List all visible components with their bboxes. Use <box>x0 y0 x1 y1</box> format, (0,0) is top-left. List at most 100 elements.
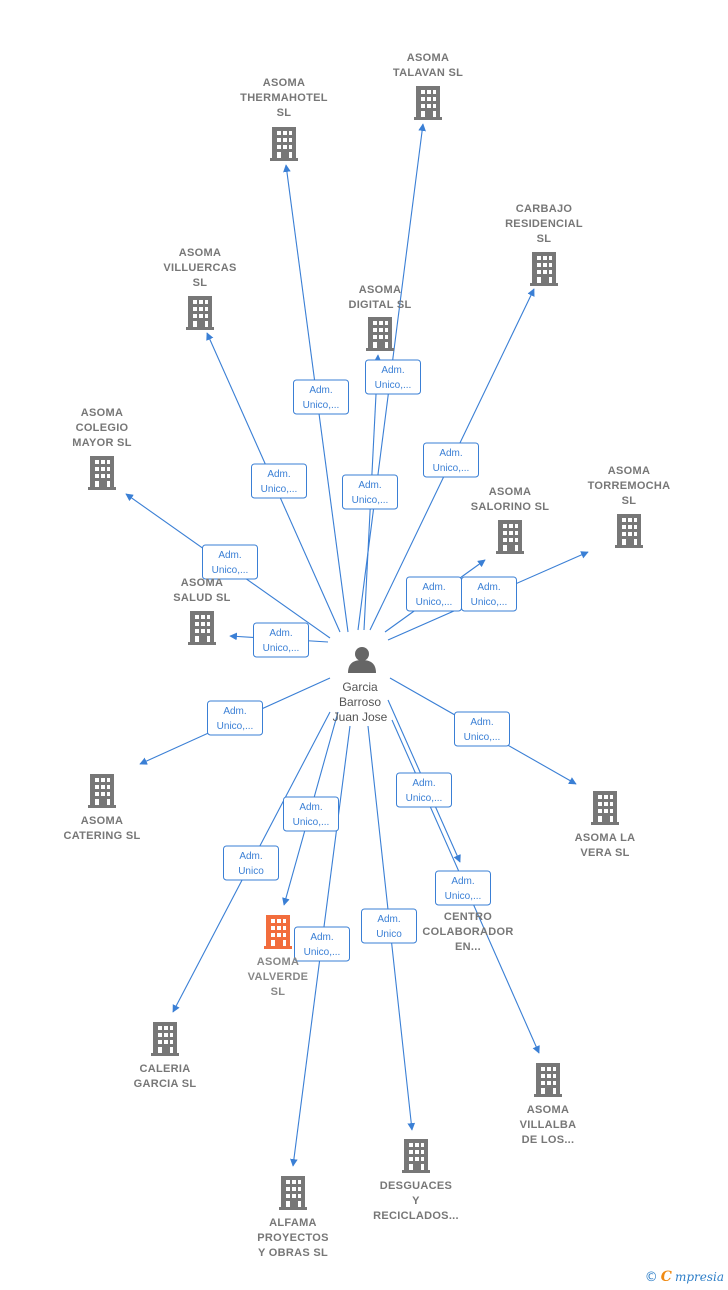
edge-label-text: Adm. <box>381 365 404 376</box>
company-node-centro[interactable]: CENTRO COLABORADOR EN... <box>422 911 513 953</box>
company-label-line: COLABORADOR <box>422 926 513 938</box>
edge-label-text: Adm. <box>299 802 322 813</box>
edge-label-frame <box>361 908 417 944</box>
edge-label-frame <box>365 359 421 395</box>
edge-label-frame <box>293 379 349 415</box>
edge-label-box-catering[interactable]: Adm.Unico,... <box>207 700 263 736</box>
edge-label-box-caleria[interactable]: Adm.Unico <box>223 845 279 881</box>
company-label-line: CARBAJO <box>516 203 573 215</box>
edge-label-box-colegio[interactable]: Adm. Unico,... <box>202 544 258 580</box>
building-icon <box>88 774 116 808</box>
company-label-line: SL <box>277 107 292 119</box>
company-label-line: VERA SL <box>580 847 629 859</box>
company-label-line: MAYOR SL <box>72 437 131 449</box>
edge-label-frame <box>396 772 452 808</box>
edge-label-text: Unico,... <box>293 817 330 828</box>
building-icon <box>530 252 558 286</box>
edge-label-box-carbajo[interactable]: Adm.Unico,... <box>423 442 479 478</box>
edge-label-text: Unico,... <box>445 891 482 902</box>
edge-label-box-torremocha[interactable]: Adm.Unico,... <box>461 576 517 612</box>
person-icon <box>348 647 376 673</box>
edge-label-box-villalba[interactable]: Adm.Unico,... <box>435 870 491 906</box>
edge-label-text: Adm. <box>310 932 333 943</box>
edge-label-box-lavera[interactable]: Adm.Unico,... <box>454 711 510 747</box>
edge-label-box-salud[interactable]: Adm.Unico,... <box>253 622 309 658</box>
company-label-line: ALFAMA <box>269 1217 317 1229</box>
company-label-line: SALORINO SL <box>471 501 549 513</box>
building-icon <box>414 86 442 120</box>
company-label-line: EN... <box>455 941 481 953</box>
edge-label-box-thermahotel[interactable]: Adm.Unico,... <box>293 379 349 415</box>
edge-label-box-alfama[interactable]: Adm. Unico,... <box>294 926 350 962</box>
edge-label-text: Unico <box>376 929 402 940</box>
edge-label-text: Unico,... <box>304 947 341 958</box>
edge-label-frame <box>207 700 263 736</box>
company-label-line: CENTRO <box>444 911 492 923</box>
company-label-line: SL <box>622 495 637 507</box>
edge-label-box-desguaces[interactable]: Adm. Unico <box>361 908 417 944</box>
building-icon <box>591 791 619 825</box>
person-node[interactable]: Garcia Barroso Juan Jose <box>333 647 388 724</box>
company-label-line: ASOMA <box>359 284 401 296</box>
company-node-salud[interactable]: ASOMA SALUD SL <box>173 577 230 645</box>
edge-label-box-digital[interactable]: Adm.Unico,... <box>342 474 398 510</box>
brand-name: mpresia <box>674 1270 724 1284</box>
edge-label-box-centro[interactable]: Adm. Unico,... <box>396 772 452 808</box>
edge-label-box-salorino[interactable]: Adm.Unico,... <box>406 576 462 612</box>
company-label-line: ASOMA <box>257 956 299 968</box>
edge-label-frame <box>454 711 510 747</box>
company-label-line: Y <box>412 1195 420 1207</box>
edge-label-frame <box>202 544 258 580</box>
company-label-line: CALERIA <box>140 1063 191 1075</box>
edge-label-frame <box>294 926 350 962</box>
edge-label-text: Adm. <box>470 717 493 728</box>
edge-label-text: Adm. <box>412 778 435 789</box>
building-icon <box>264 915 292 949</box>
edge-label-box-valverde[interactable]: Adm. Unico,... <box>283 796 339 832</box>
company-node-desguaces[interactable]: DESGUACESYRECICLADOS... <box>373 1139 459 1222</box>
edge-label-text: Adm. <box>477 582 500 593</box>
person-name-line-3: Juan Jose <box>333 710 388 724</box>
edge-label-text: Unico,... <box>261 484 298 495</box>
edge-label-text: Adm. <box>223 706 246 717</box>
edge-label-text: Unico,... <box>375 380 412 391</box>
edge-label-text: Adm. <box>218 550 241 561</box>
company-label-line: ASOMA <box>407 52 449 64</box>
company-label-line: TORREMOCHA <box>588 480 671 492</box>
company-label-line: ASOMA <box>181 577 223 589</box>
company-label-line: ASOMA <box>263 77 305 89</box>
building-icon <box>496 520 524 554</box>
company-label-line: COLEGIO <box>76 422 129 434</box>
person-name-line-2: Barroso <box>339 695 381 709</box>
edge-label-box-talavan[interactable]: Adm. Unico,... <box>365 359 421 395</box>
edge-label-text: Unico,... <box>212 565 249 576</box>
company-label-line: SL <box>537 233 552 245</box>
edge-label-text: Unico,... <box>406 793 443 804</box>
edge-label-text: Adm. <box>439 448 462 459</box>
company-label-line: RECICLADOS... <box>373 1210 459 1222</box>
company-label-line: SL <box>271 986 286 998</box>
company-label-line: SALUD SL <box>173 592 230 604</box>
edge-label-frame <box>223 845 279 881</box>
edge-label-box-villuercas[interactable]: Adm.Unico,... <box>251 463 307 499</box>
building-icon <box>151 1022 179 1056</box>
edge-label-text: Adm. <box>377 914 400 925</box>
edge-label-frame <box>342 474 398 510</box>
